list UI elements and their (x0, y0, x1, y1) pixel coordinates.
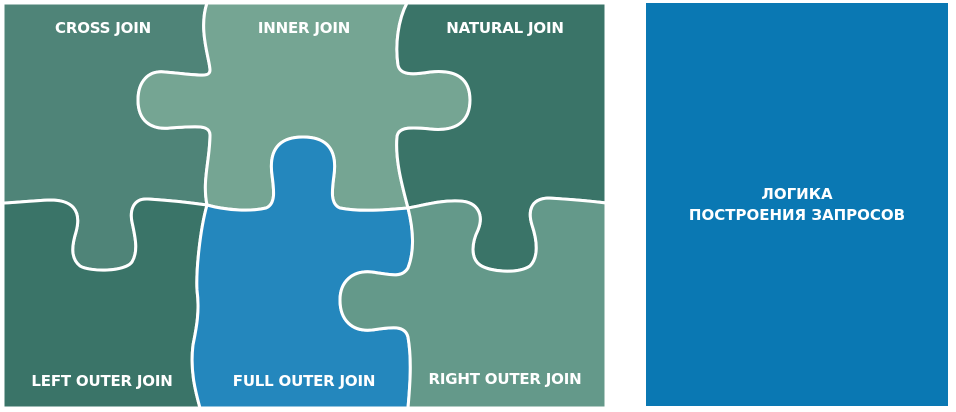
puzzle-labels: CROSS JOIN INNER JOIN NATURAL JOIN LEFT … (31, 19, 581, 390)
natural-join-label: NATURAL JOIN (446, 19, 563, 37)
side-panel-title-line2: ПОСТРОЕНИЯ ЗАПРОСОВ (688, 205, 906, 224)
right-outer-join-piece (338, 196, 608, 410)
full-outer-join-label: FULL OUTER JOIN (233, 372, 375, 390)
left-outer-join-label: LEFT OUTER JOIN (31, 372, 172, 390)
side-panel: ЛОГИКА ПОСТРОЕНИЯ ЗАПРОСОВ (646, 3, 948, 406)
inner-join-label: INNER JOIN (258, 19, 350, 37)
right-outer-join-label: RIGHT OUTER JOIN (429, 370, 582, 388)
puzzle-pieces (1, 1, 608, 410)
cross-join-label: CROSS JOIN (55, 19, 151, 37)
side-panel-title-line1: ЛОГИКА (761, 184, 833, 203)
